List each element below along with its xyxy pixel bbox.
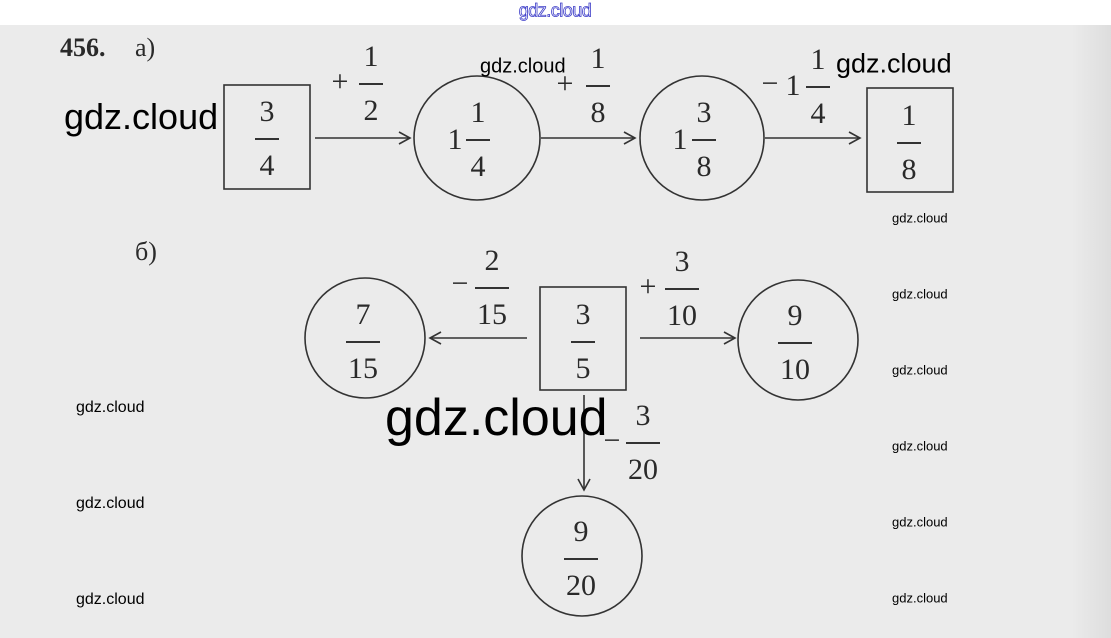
b-center-box: [539, 286, 627, 391]
denominator: 2: [363, 94, 379, 127]
denominator: 20: [566, 569, 596, 602]
denominator: 4: [810, 97, 826, 130]
denominator: 4: [470, 150, 486, 183]
a-start-box: [223, 84, 311, 190]
numerator: 1: [363, 40, 379, 73]
denominator: 10: [780, 353, 810, 386]
fraction-bar: [626, 442, 660, 444]
denominator: 15: [477, 298, 507, 331]
numerator: 3: [575, 298, 591, 331]
a-node2-circle: [639, 75, 765, 201]
denominator: 5: [575, 352, 591, 385]
numerator: 3: [259, 95, 275, 128]
numerator: 9: [787, 299, 803, 332]
watermark: gdz.cloud: [892, 590, 948, 606]
fraction-bar: [255, 138, 279, 140]
a-op1-sign: +: [331, 65, 349, 98]
numerator: 1: [901, 99, 917, 132]
a-op3-sign: −: [761, 67, 779, 100]
a-op3-whole: 1: [785, 69, 801, 102]
denominator: 8: [590, 96, 606, 129]
watermark: gdz.cloud: [76, 495, 145, 512]
numerator: 7: [355, 298, 371, 331]
denominator: 15: [348, 352, 378, 385]
denominator: 20: [628, 453, 658, 486]
b-op-down-sign: −: [603, 424, 621, 457]
fraction-bar: [778, 342, 812, 344]
watermark: gdz.cloud: [892, 210, 948, 226]
denominator: 8: [901, 153, 917, 186]
watermark: gdz.cloud: [480, 55, 566, 78]
b-right-circle: [737, 279, 859, 401]
site-watermark: gdz.cloud: [518, 0, 592, 21]
b-down-fraction: 9 20: [564, 517, 598, 601]
a-node1-circle: [413, 75, 541, 201]
header-band: [0, 0, 1111, 25]
watermark: gdz.cloud: [76, 399, 145, 416]
watermark: gdz.cloud: [385, 389, 608, 447]
a-node1-whole: 1: [447, 123, 463, 156]
b-op-right-fraction: 3 10: [665, 247, 699, 331]
denominator: 10: [667, 299, 697, 332]
denominator: 8: [696, 150, 712, 183]
a-end-box: [866, 87, 954, 193]
watermark: gdz.cloud: [892, 286, 948, 302]
b-op-left-sign: −: [451, 267, 469, 300]
fraction-bar: [586, 85, 610, 87]
watermark: gdz.cloud: [64, 96, 219, 137]
numerator: 1: [470, 96, 486, 129]
watermark: gdz.cloud: [892, 438, 948, 454]
fraction-bar: [665, 288, 699, 290]
fraction-bar: [571, 341, 595, 343]
fraction-bar: [897, 142, 921, 144]
fraction-bar: [692, 139, 716, 141]
page-edge-shadow: [1071, 25, 1111, 638]
numerator: 1: [590, 42, 606, 75]
numerator: 3: [674, 245, 690, 278]
fraction-bar: [564, 558, 598, 560]
b-op-left-fraction: 2 15: [475, 246, 509, 330]
numerator: 3: [696, 96, 712, 129]
fraction-bar: [475, 287, 509, 289]
fraction-bar: [466, 139, 490, 141]
a-op2-sign: +: [556, 67, 574, 100]
denominator: 4: [259, 149, 275, 182]
b-op-right-sign: +: [639, 270, 657, 303]
watermark: gdz.cloud: [892, 362, 948, 378]
numerator: 1: [810, 43, 826, 76]
b-left-circle: [304, 277, 426, 399]
part-a-label: а): [135, 33, 156, 62]
numerator: 3: [635, 399, 651, 432]
watermark: gdz.cloud: [76, 591, 145, 608]
a-node2-whole: 1: [672, 123, 688, 156]
b-down-circle: [521, 495, 643, 617]
exercise-number: 456.: [60, 33, 106, 62]
b-right-fraction: 9 10: [778, 301, 812, 385]
fraction-bar: [346, 341, 380, 343]
watermark: gdz.cloud: [836, 48, 952, 79]
fraction-bar: [359, 83, 383, 85]
numerator: 2: [484, 244, 500, 277]
b-op-down-fraction: 3 20: [626, 401, 660, 485]
numerator: 9: [573, 515, 589, 548]
b-left-fraction: 7 15: [346, 300, 380, 384]
part-b-label: б): [135, 237, 157, 266]
fraction-bar: [806, 86, 830, 88]
watermark: gdz.cloud: [892, 514, 948, 530]
